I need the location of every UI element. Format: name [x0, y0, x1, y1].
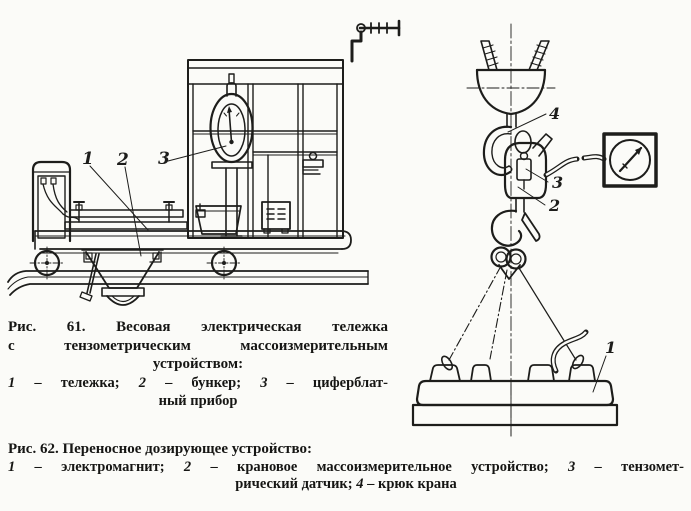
part-label-2: 2 — [548, 196, 560, 215]
fig61-caption-title-line2: с тензометрическим массоизмерительным — [8, 337, 388, 354]
legend-text: – тензомет- — [575, 458, 684, 475]
wheel — [206, 246, 242, 280]
legend-text: – бункер; — [145, 374, 261, 391]
part-label-2: 2 — [116, 150, 129, 170]
legend-text: – тележка; — [15, 374, 139, 391]
fig61-caption-title-line1: Рис. 61. Весовая электрическая тележка — [8, 319, 388, 335]
trolley-cabin — [187, 59, 344, 239]
rail — [7, 270, 369, 296]
hopper — [79, 249, 164, 306]
controller-box — [261, 201, 291, 234]
fig62-caption-title: Рис. 62. Переносное дозирующее устройств… — [8, 441, 312, 457]
part-label-1: 1 — [82, 149, 94, 169]
fig62-part-labels: 4 3 2 1 — [507, 104, 616, 393]
magnet-cable — [550, 329, 589, 374]
legend-number: 3 — [568, 458, 576, 475]
wheel — [29, 246, 65, 280]
lever-beam — [64, 201, 206, 230]
legend-number: 1 — [8, 374, 16, 391]
legend-number: 1 — [8, 458, 16, 475]
fig61-caption-legend: 1 – тележка; 2 – бункер; 3 – циферблат- — [8, 374, 388, 393]
electromagnet — [411, 364, 619, 437]
mass-measuring-device — [503, 130, 553, 200]
lower-hook — [490, 197, 541, 247]
legend-text: – крановое массоизмерительное устройство… — [191, 458, 569, 475]
slings — [440, 265, 585, 371]
legend-number: 4 — [356, 476, 364, 492]
crane-hook — [482, 125, 513, 177]
fig61-drawing: 1 2 3 — [7, 19, 401, 306]
fig61-part-labels: 1 2 3 — [82, 145, 227, 257]
legend-number: 2 — [183, 458, 192, 475]
legend-text: рический датчик; — [235, 476, 357, 492]
dial-instrument — [209, 73, 254, 237]
fig62-caption: Рис. 62. Переносное дозирующее устройств… — [8, 441, 684, 494]
electrical-cabinet — [31, 160, 80, 243]
legend-text: – циферблат- — [267, 374, 389, 391]
bucket — [195, 205, 242, 235]
part-label-1: 1 — [605, 338, 616, 357]
gauge — [602, 132, 658, 188]
part-label-3: 3 — [158, 149, 170, 169]
legend-number: 2 — [138, 374, 146, 391]
part-label-3: 3 — [552, 173, 563, 192]
part-label-4: 4 — [549, 104, 560, 123]
fig62-drawing: 4 3 2 1 — [411, 23, 658, 437]
fig61-caption-legend-tail: ный прибор — [158, 393, 238, 409]
sling-rings — [490, 246, 527, 280]
wall-bracket — [302, 151, 324, 175]
fig61-caption-title-line3: устройством: — [152, 356, 244, 372]
trolley-platform — [34, 230, 352, 254]
crane-block — [466, 68, 556, 128]
legend-number: 3 — [260, 374, 268, 391]
legend-text: – крюк крана — [363, 476, 457, 492]
current-collector-icon — [350, 19, 401, 63]
fig62-caption-legend: 1 – электромагнит; 2 – крановое массоизм… — [8, 459, 684, 477]
fig62-caption-legend-tail: рический датчик; 4 – крюк крана — [8, 476, 684, 494]
fig61-caption: Рис. 61. Весовая электрическая тележка с… — [8, 318, 388, 411]
legend-text: – электромагнит; — [15, 458, 184, 475]
crane-ropes — [480, 40, 550, 71]
